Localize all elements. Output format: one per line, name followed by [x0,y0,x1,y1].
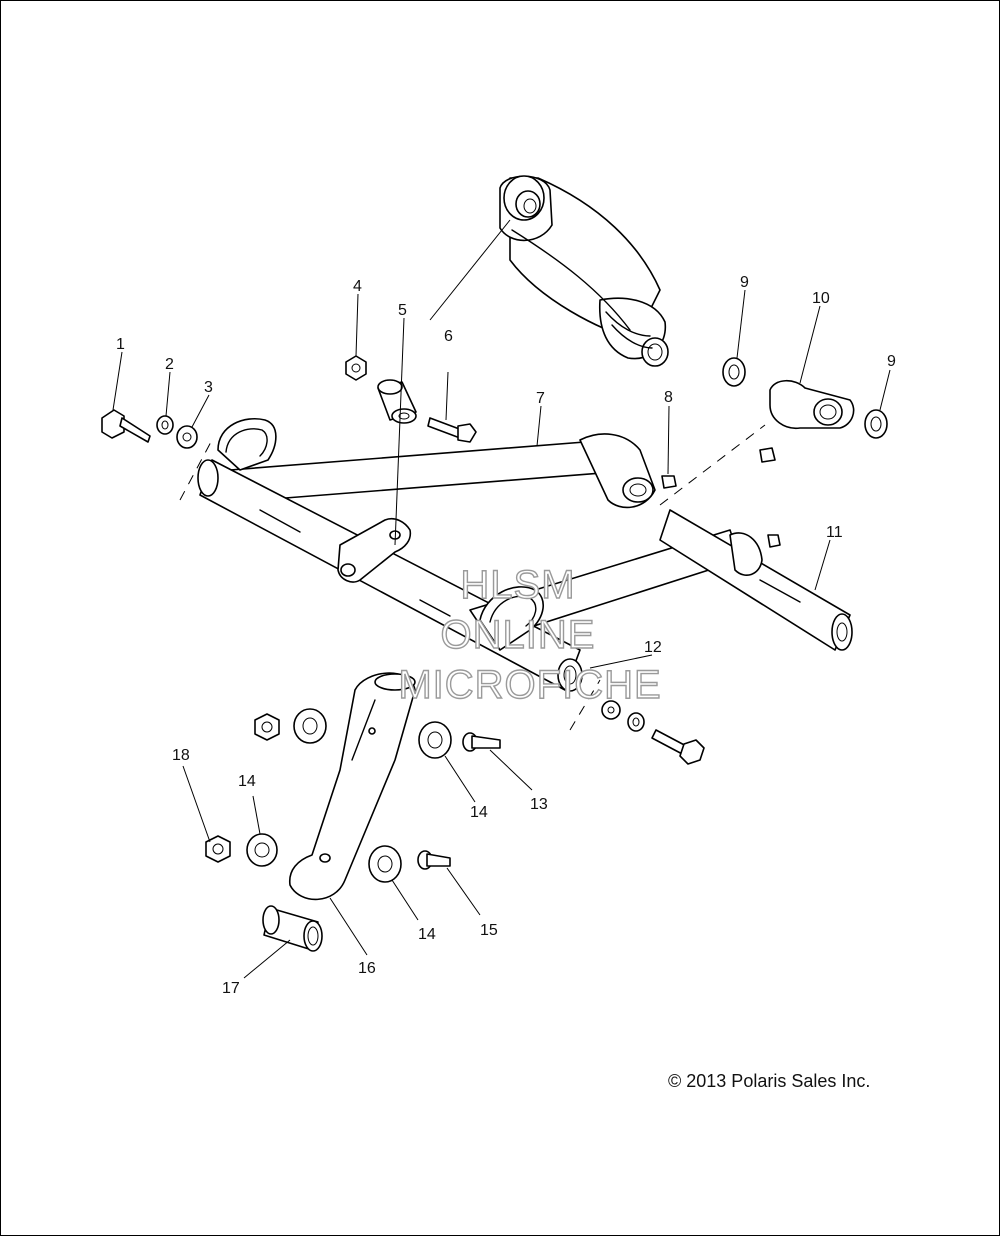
callout-1: 1 [116,336,125,353]
part-1-bolt [101,409,151,443]
part-15-pin [417,850,451,870]
callout-9-right: 9 [887,353,896,370]
callout-3: 3 [204,379,213,396]
part-3-washer [176,425,198,449]
callout-18: 18 [172,747,190,764]
part-14-washer-upper [418,721,452,759]
part-14-washer-left [246,833,278,867]
part-14-washer-top-left [293,708,327,744]
part-17-bushing [262,905,323,952]
callout-7: 7 [536,390,545,407]
callout-14-bottom: 14 [418,926,436,943]
callout-15: 15 [480,922,498,939]
callout-2: 2 [165,356,174,373]
part-16-link-arm [288,672,416,901]
centerlines [179,424,766,731]
callout-13: 13 [530,796,548,813]
callout-labels: 1 2 3 4 5 6 7 8 9 10 9 11 12 13 14 14 14… [116,274,896,997]
swing-arm [197,418,853,692]
callout-6: 6 [444,328,453,345]
watermark-line-3: MICROFICHE [398,663,661,707]
part-9-washer-right [864,409,888,439]
callout-16: 16 [358,960,376,977]
copyright-notice: © 2013 Polaris Sales Inc. [668,1071,870,1091]
part-4-nut [345,355,367,381]
part-6-bolt [427,417,477,443]
part-2-washer [156,415,174,435]
part-5-spacer [377,379,417,424]
part-12-hardware [601,700,705,765]
watermark: HLSM ONLINE MICROFICHE [398,562,662,707]
callout-11: 11 [826,524,843,541]
callout-9-left: 9 [740,274,749,291]
callout-14-left: 14 [238,773,256,790]
part-18-nut [205,835,231,863]
callout-4: 4 [353,278,362,295]
callout-14-top: 14 [470,804,488,821]
shock-absorber [499,175,669,367]
callout-5: 5 [398,302,407,319]
part-18-nut-upper [254,713,280,741]
callout-10: 10 [812,290,830,307]
callout-17: 17 [222,980,240,997]
watermark-line-2: ONLINE [441,613,596,657]
part-14-washer-lower [368,845,402,883]
callout-12: 12 [644,639,662,656]
leader-lines [112,219,891,979]
callout-8: 8 [664,389,673,406]
watermark-line-1: HLSM [460,563,575,607]
part-10-bushing [769,379,855,430]
part-9-washer-left [722,357,746,387]
part-13-pin [462,732,501,752]
part-8-fitting [661,447,781,548]
